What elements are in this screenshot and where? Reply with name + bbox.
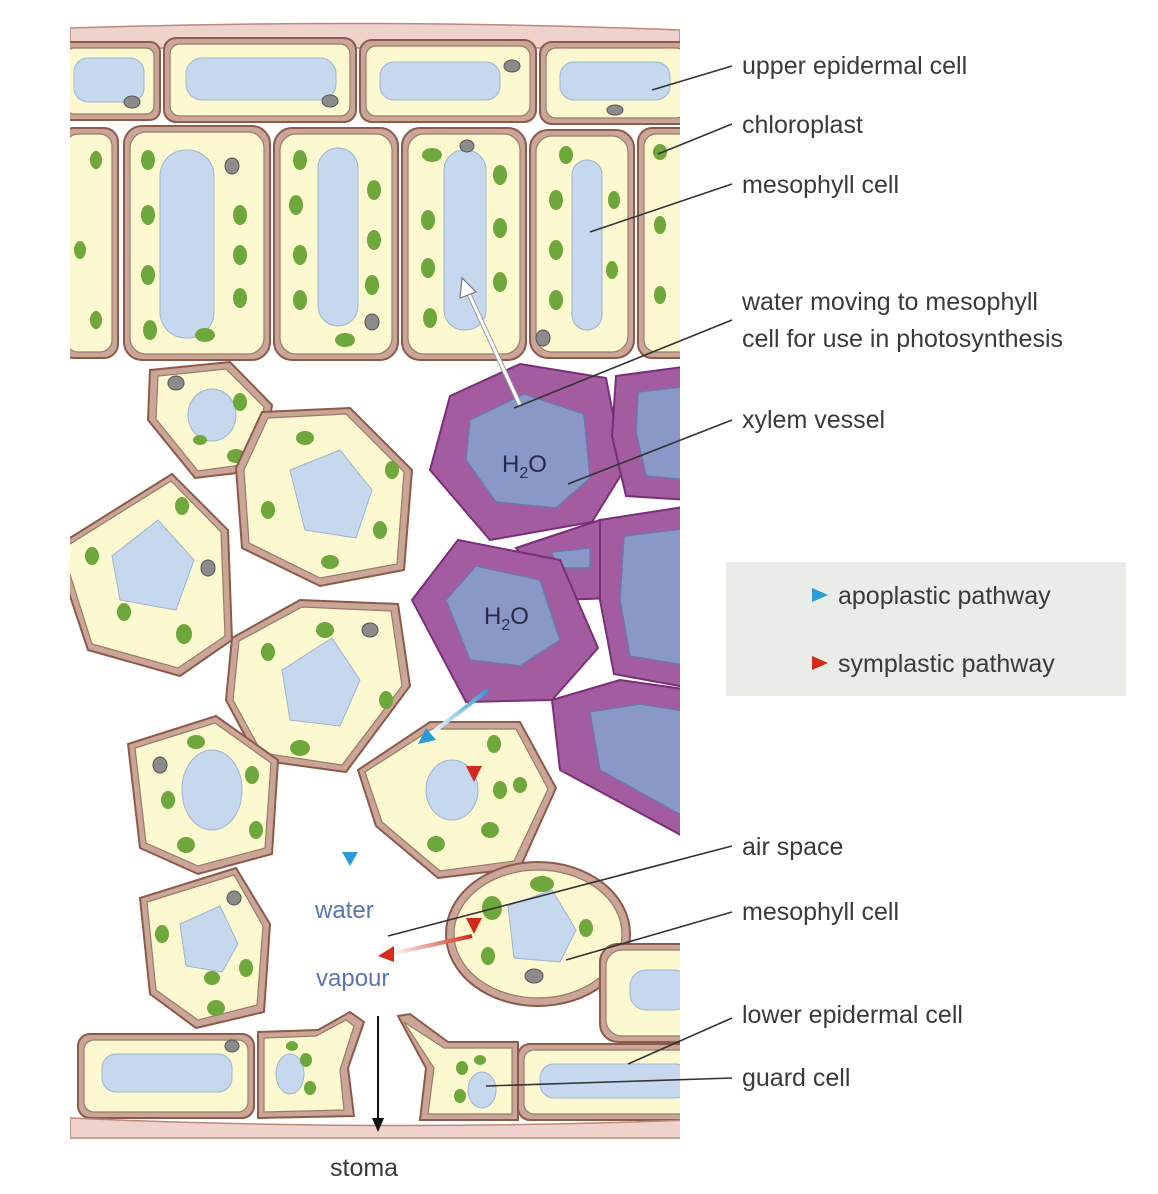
- symplastic-arrow-segment-3: [389, 934, 473, 956]
- h2o-label-upper: H2O: [502, 451, 547, 482]
- legend: apoplastic pathway symplastic pathway: [726, 562, 1126, 696]
- label-mesophyll-cell-top: mesophyll cell: [742, 171, 899, 199]
- leader-lines: [387, 65, 733, 1087]
- palisade-mesophyll: [70, 125, 680, 361]
- label-lower-epidermal-cell: lower epidermal cell: [742, 1001, 963, 1029]
- legend-symplastic-label: symplastic pathway: [838, 650, 1055, 678]
- water-label: water: [314, 897, 374, 924]
- upper-epidermis: [70, 37, 680, 125]
- xylem-vessels: [410, 362, 680, 836]
- pathway-arrows: [342, 276, 523, 1132]
- label-air-space: air space: [742, 833, 843, 861]
- label-water-moving-line2: cell for use in photosynthesis: [742, 325, 1063, 353]
- apoplastic-arrow-segment-1: [426, 688, 490, 738]
- h2o-label-lower: H2O: [484, 603, 529, 634]
- stoma-label: stoma: [330, 1154, 398, 1182]
- vapour-label: vapour: [316, 965, 389, 992]
- label-chloroplast: chloroplast: [742, 111, 863, 139]
- label-water-moving-line1: water moving to mesophyll: [741, 288, 1038, 316]
- label-upper-epidermal-cell: upper epidermal cell: [742, 52, 967, 80]
- legend-apoplastic-label: apoplastic pathway: [838, 582, 1051, 610]
- label-guard-cell: guard cell: [742, 1064, 850, 1092]
- legend-box: [726, 562, 1126, 696]
- label-mesophyll-cell-bottom: mesophyll cell: [742, 898, 899, 926]
- spongy-mesophyll: [70, 360, 680, 1043]
- label-xylem-vessel: xylem vessel: [742, 406, 885, 434]
